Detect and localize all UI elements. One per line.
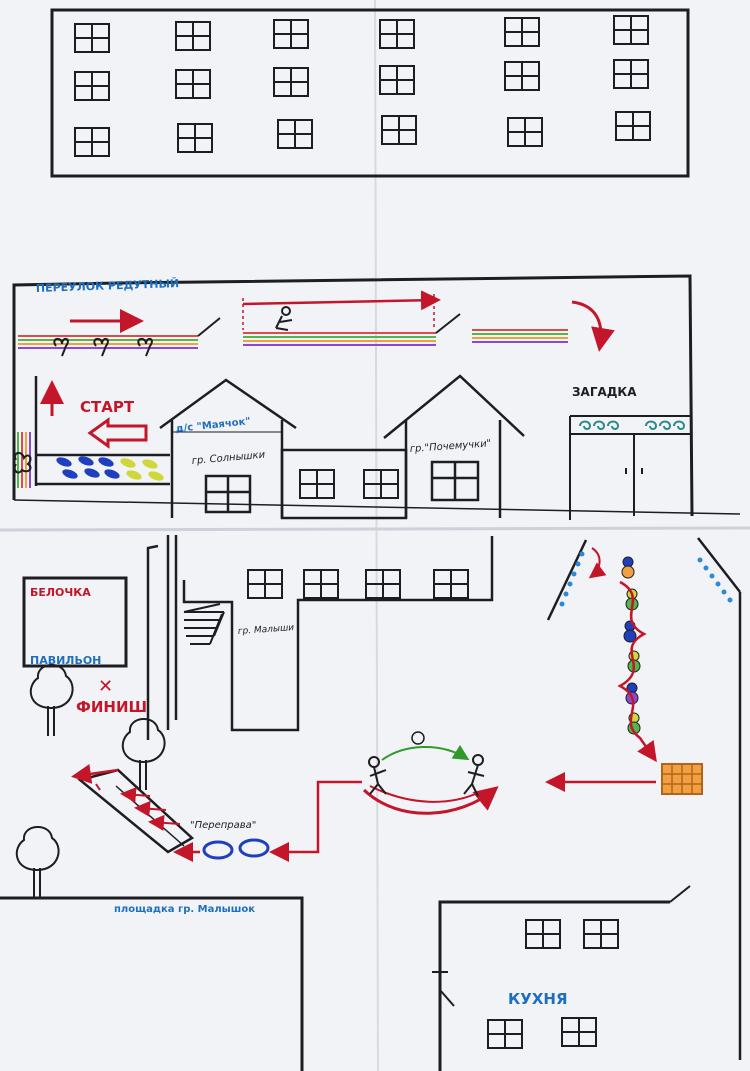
runner-icon (275, 306, 293, 331)
riddle-gate (569, 415, 690, 520)
pavilion-box (22, 576, 128, 668)
stairs (183, 603, 225, 645)
top-building (50, 8, 690, 178)
bridge-ladder (71, 763, 195, 854)
route-arrow (588, 547, 607, 579)
playground-label: площадка гр. Малышок (114, 904, 255, 915)
belochka-label: БЕЛОЧКА (30, 586, 91, 599)
street-label: ПЕРЕУЛОК РЕДУТНЫЙ (36, 277, 180, 295)
striped-path-middle (243, 313, 461, 346)
start-label: СТАРТ (80, 398, 135, 416)
start-big-arrow (87, 417, 148, 449)
fence (12, 274, 741, 517)
measure-line (242, 290, 441, 330)
ball-game (362, 731, 499, 815)
striped-path-right (472, 329, 568, 343)
pavilion-label: ПАВИЛЬОН (30, 654, 101, 667)
basket-icon (661, 763, 703, 795)
wreath-icon (13, 452, 32, 474)
finish-cross-icon: ✕ (98, 676, 113, 697)
blue-dots (559, 551, 733, 607)
paper-fold (0, 526, 750, 532)
slalom-path (617, 580, 657, 763)
riddle-label: ЗАГАДКА (572, 385, 637, 399)
crossing-label: "Переправа" (190, 820, 256, 831)
crossing-ring (202, 840, 234, 860)
striped-path-left (18, 317, 221, 349)
kitchen-label: КУХНЯ (508, 990, 568, 1008)
malyshi-building (146, 535, 494, 740)
finish-label: ФИНИШ (76, 698, 147, 716)
kitchen-building (432, 885, 691, 1071)
route-arrow (269, 780, 362, 862)
playground-box (0, 896, 304, 1071)
kindergarten-building (159, 374, 525, 520)
crossing-ring (238, 838, 270, 858)
route-arrow (571, 300, 615, 352)
paper-fold (374, 0, 379, 1071)
group-malyshi-label: гр. Малыши (238, 623, 295, 637)
obstacle-stakes (53, 338, 153, 357)
